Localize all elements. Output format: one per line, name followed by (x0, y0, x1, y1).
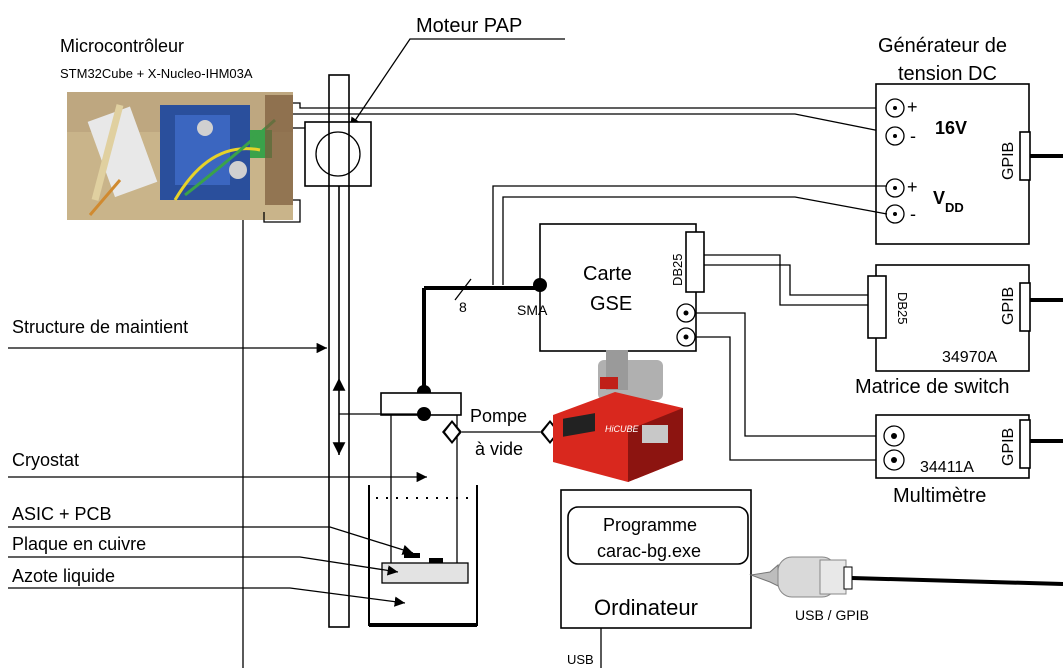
gse-label-1: Carte (583, 263, 632, 285)
vacuum-pump-photo: HiCUBE (553, 350, 683, 482)
matrix-model: 34970A (942, 349, 997, 366)
structure-label: Structure de maintient (12, 317, 188, 337)
copper-plate (381, 562, 469, 584)
bus-width-label: 8 (459, 299, 467, 315)
matrix-name: Matrice de switch (855, 376, 1010, 398)
matrix-db25-label: DB25 (895, 292, 910, 325)
program-label-1: Programme (603, 515, 697, 535)
dc-generator-box (875, 83, 1030, 245)
matrix-gpib-label: GPIB (1000, 287, 1017, 325)
program-label-2: carac-bg.exe (597, 541, 701, 561)
gse-label-2: GSE (590, 293, 632, 315)
dc-generator-title-1: Générateur de (878, 35, 1007, 57)
asic-label: ASIC + PCB (12, 504, 112, 524)
gse-board-box (539, 223, 697, 352)
usb-gpib-label: USB / GPIB (795, 607, 869, 623)
dc-generator-title-2: tension DC (898, 63, 997, 85)
multimeter-name: Multimètre (893, 485, 986, 507)
microcontroller-label: Microcontrôleur (60, 36, 184, 56)
gen-minus-vdd: - (910, 204, 916, 224)
pump-brand: HiCUBE (605, 424, 640, 434)
voltage-vdd: VDD (933, 188, 964, 215)
motor-label: Moteur PAP (416, 15, 522, 37)
program-box (567, 506, 749, 565)
copper-plate-label: Plaque en cuivre (12, 534, 146, 554)
multimeter-gpib-label: GPIB (1000, 428, 1017, 466)
multimeter-model: 34411A (920, 459, 974, 476)
cryostat-label: Cryostat (12, 450, 79, 470)
gen-plus-16v: + (907, 97, 918, 117)
voltage-16v: 16V (935, 118, 967, 138)
gen-gpib-label: GPIB (1000, 142, 1017, 180)
sma-label: SMA (517, 302, 548, 318)
switch-matrix-box (875, 264, 1030, 372)
computer-label: Ordinateur (594, 595, 698, 620)
usb-gpib-adapter-icon (749, 556, 853, 598)
gse-db25-label: DB25 (670, 253, 685, 286)
nitrogen-label: Azote liquide (12, 566, 115, 586)
gen-minus-16v: - (910, 126, 916, 146)
pump-label-2: à vide (475, 439, 523, 459)
motor-icon (315, 131, 361, 177)
microcontroller-sublabel: STM32Cube + X-Nucleo-IHM03A (60, 66, 253, 81)
support-structure (328, 74, 350, 628)
microcontroller-photo (67, 92, 293, 220)
usb-label: USB (567, 652, 594, 667)
pump-label-1: Pompe (470, 406, 527, 426)
gen-plus-vdd: + (907, 177, 918, 197)
